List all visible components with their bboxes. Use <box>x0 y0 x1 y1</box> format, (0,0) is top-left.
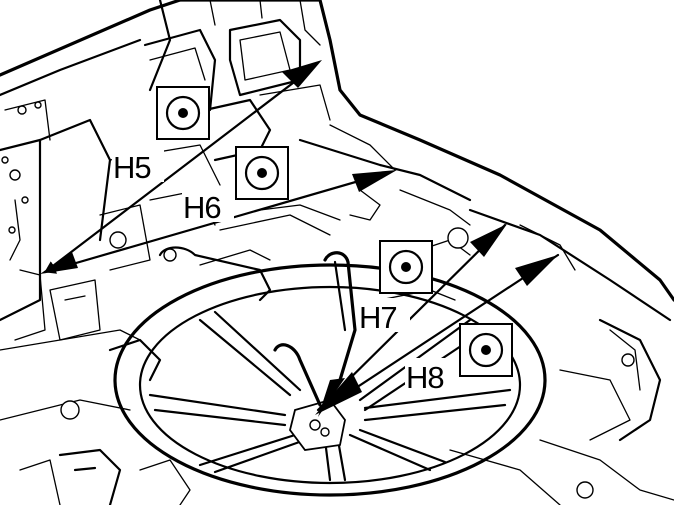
label-bg-h7 <box>358 298 410 332</box>
spare-tire-well <box>113 251 547 497</box>
h5-h6-arrow-head-bottom <box>40 252 78 274</box>
datum-box-4 <box>459 323 513 377</box>
label-bg-h8 <box>405 358 457 392</box>
label-bg-h6 <box>182 188 234 222</box>
left-side-panel <box>0 0 182 351</box>
datum-point-icon <box>178 108 188 118</box>
label-h6: H6 <box>183 190 221 225</box>
h8-arrow-head-bottom <box>318 378 345 417</box>
floor-features <box>0 227 471 505</box>
measurement-lines <box>40 60 560 417</box>
h8-measure-line <box>328 253 560 407</box>
label-h7: H7 <box>359 300 397 335</box>
datum-box-2 <box>235 146 289 200</box>
h7-arrow-head-top <box>470 224 507 257</box>
datum-point-icon <box>257 168 267 178</box>
label-bg-h5 <box>112 148 164 182</box>
right-floor-edge <box>449 208 674 505</box>
h5-measure-line <box>43 68 312 274</box>
label-h5: H5 <box>113 150 151 185</box>
datum-box-1 <box>156 86 210 140</box>
datum-point-icon <box>481 345 491 355</box>
datum-point-icon <box>401 262 411 272</box>
h6-arrow-head-top <box>352 170 397 192</box>
label-h8: H8 <box>406 360 444 395</box>
h5-arrow-head-top <box>282 60 322 88</box>
datum-box-3 <box>379 240 433 294</box>
h8-arrow-head-top <box>515 255 558 286</box>
